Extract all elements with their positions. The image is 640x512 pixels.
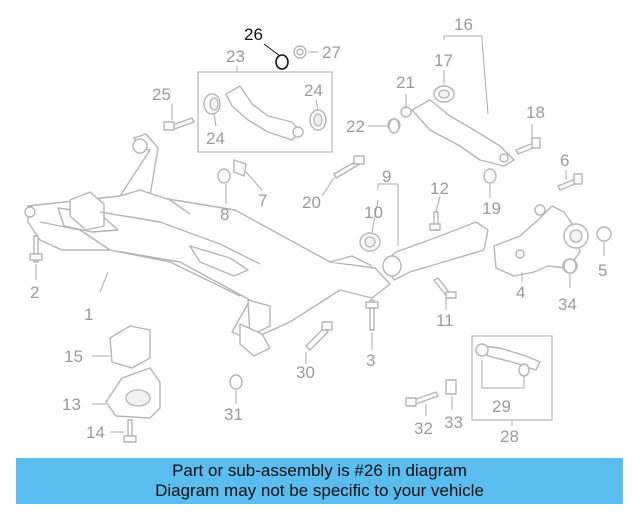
callout-24-left[interactable]: 24 <box>206 129 225 148</box>
callout-7[interactable]: 7 <box>258 191 267 210</box>
callout-3[interactable]: 3 <box>366 351 375 370</box>
banner-line-part: Part or sub-assembly is #26 in diagram <box>172 461 467 480</box>
callout-18[interactable]: 18 <box>526 103 545 122</box>
callout-5[interactable]: 5 <box>598 261 607 280</box>
callout-28[interactable]: 28 <box>500 427 519 446</box>
callout-33[interactable]: 33 <box>444 413 463 432</box>
callout-13[interactable]: 13 <box>62 395 81 414</box>
callout-21[interactable]: 21 <box>396 73 415 92</box>
lateral-arm-drawing <box>359 221 489 281</box>
callout-15[interactable]: 15 <box>64 347 83 366</box>
subframe-drawing <box>24 133 391 357</box>
callout-4[interactable]: 4 <box>516 283 525 302</box>
callout-34[interactable]: 34 <box>558 295 577 314</box>
callout-6[interactable]: 6 <box>560 151 569 170</box>
callout-25[interactable]: 25 <box>152 85 171 104</box>
callout-17[interactable]: 17 <box>434 51 453 70</box>
leader-lines <box>35 35 605 433</box>
callout-32[interactable]: 32 <box>414 419 433 438</box>
mount-drawing <box>105 325 161 419</box>
callout-24-right[interactable]: 24 <box>304 81 323 100</box>
callout-1[interactable]: 1 <box>84 305 93 324</box>
part-26-ring <box>275 54 289 70</box>
callout-11[interactable]: 11 <box>436 311 454 330</box>
knuckle-drawing <box>493 204 612 277</box>
callout-22[interactable]: 22 <box>346 117 365 136</box>
info-banner: Part or sub-assembly is #26 in diagram D… <box>16 458 623 504</box>
callout-31[interactable]: 31 <box>224 405 243 424</box>
fasteners-drawing <box>29 45 583 443</box>
lower-arm-drawing <box>387 85 515 167</box>
callout-26[interactable]: 26 <box>244 25 263 44</box>
upper-control-arm-drawing <box>203 85 327 141</box>
banner-line-disclaimer: Diagram may not be specific to your vehi… <box>155 481 484 500</box>
callout-20[interactable]: 20 <box>302 193 321 212</box>
callout-10[interactable]: 10 <box>364 203 383 222</box>
callout-16[interactable]: 16 <box>454 15 473 34</box>
callout-27[interactable]: 27 <box>322 43 341 62</box>
callout-30[interactable]: 30 <box>296 363 315 382</box>
callout-2[interactable]: 2 <box>30 283 39 302</box>
callout-8[interactable]: 8 <box>220 205 229 224</box>
callout-19[interactable]: 19 <box>482 199 501 218</box>
callout-14[interactable]: 14 <box>86 423 105 442</box>
callout-12[interactable]: 12 <box>430 179 449 198</box>
callout-29[interactable]: 29 <box>492 397 511 416</box>
callout-23[interactable]: 23 <box>226 47 245 66</box>
group-box-23 <box>197 71 333 153</box>
callout-9[interactable]: 9 <box>382 167 391 186</box>
link-drawing <box>475 343 541 377</box>
callout-labels: 1 2 3 4 5 6 7 8 9 10 11 12 13 14 15 16 1… <box>30 15 607 446</box>
